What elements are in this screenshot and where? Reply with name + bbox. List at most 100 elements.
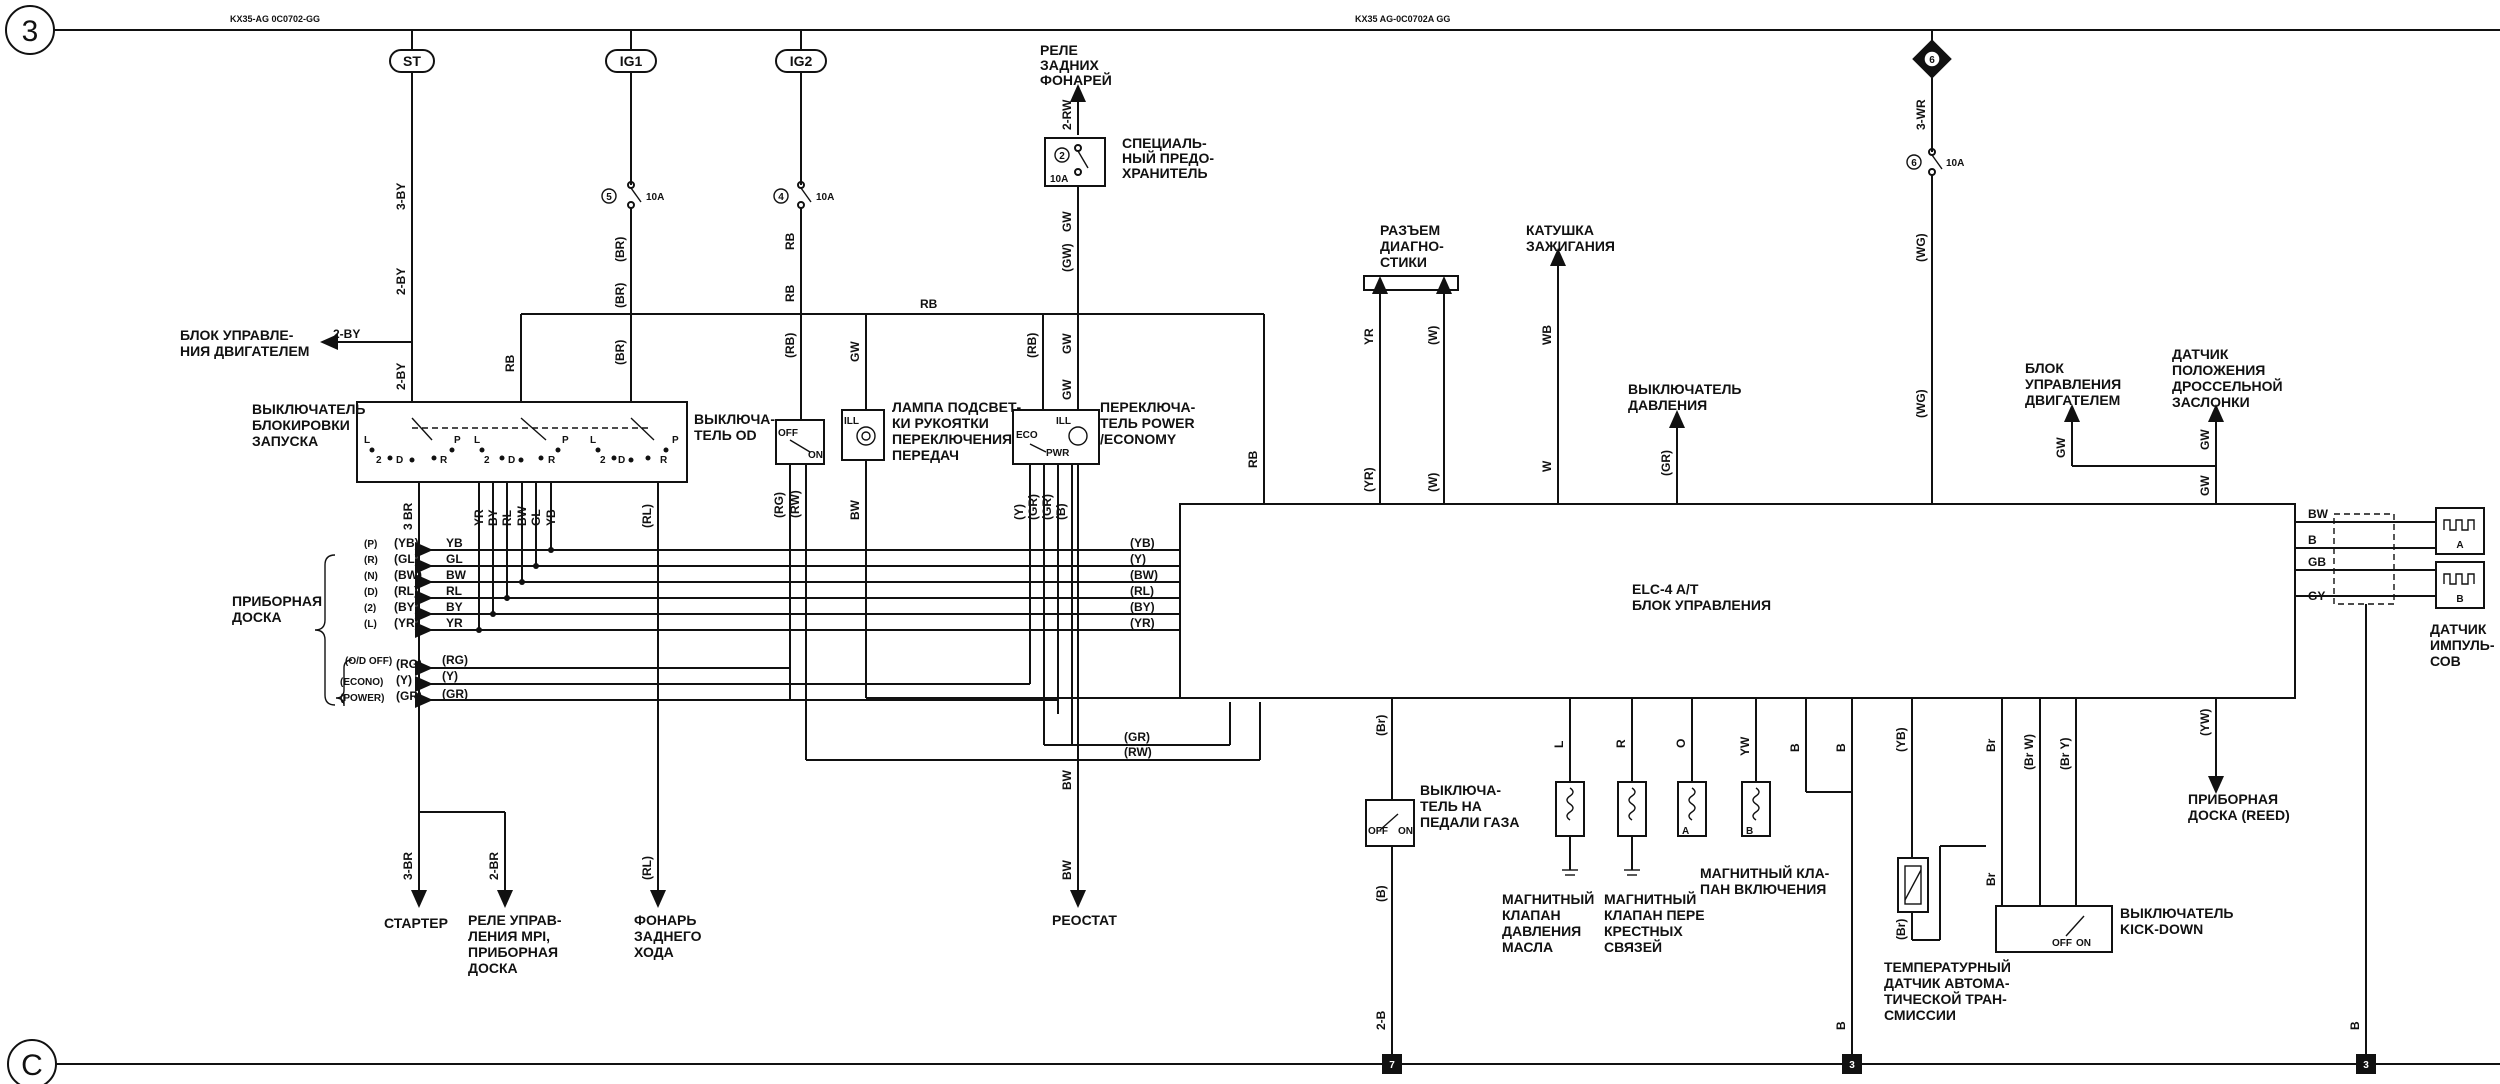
code-left: KX35-AG 0C0702-GG	[230, 14, 320, 24]
diag-l2: ДИАГНО-	[1380, 238, 1444, 254]
panel-pin-odoff: (O/D OFF)	[345, 656, 392, 667]
panel-code-2: BW	[446, 568, 467, 582]
temp-kickdown: (YB) (Br) Br Br (Br W) (Br Y) OFF ON ТЕМ…	[1884, 698, 2233, 1023]
panel-wire-y-l: (Y)	[396, 673, 412, 687]
wire-rb-switch: RB	[503, 354, 517, 372]
sw-mark-r1: R	[440, 455, 448, 466]
engine-right-l1: БЛОК	[2025, 360, 2064, 376]
ig1-circuit: IG1 5 10A (BR) (BR) (BR)	[601, 30, 664, 402]
wire-gw-2: (GW)	[1060, 243, 1074, 272]
panel-wire-rg-l: (RG)	[396, 657, 422, 671]
wire-2by-low: 2-BY	[394, 363, 408, 390]
pressure-switch: ВЫКЛЮЧАТЕЛЬ ДАВЛЕНИЯ (GR)	[1628, 381, 1741, 504]
panel-wire-bus: (P)(YB)YB(YB)(R)(GL)GL(Y)(N)(BW)BW(BW)(D…	[364, 536, 1180, 638]
fuse-2-amp: 10A	[1050, 174, 1068, 185]
panel-code-4: BY	[446, 600, 463, 614]
od-switch-l2: ТЕЛЬ OD	[694, 427, 757, 443]
instrument-panel-l1: ПРИБОРНАЯ	[232, 593, 322, 609]
pedal-off-mark: OFF	[1368, 826, 1388, 837]
wire-w-coil: W	[1540, 460, 1554, 472]
engine-unit-left-l1: БЛОК УПРАВЛЕ-	[180, 327, 294, 343]
diag-l1: РАЗЪЕМ	[1380, 222, 1440, 238]
wire-gw-engine: GW	[2054, 437, 2068, 458]
panel-pin-4: (2)	[364, 603, 376, 614]
power-switch-l3: /ECONOMY	[1100, 431, 1177, 447]
od-switch-l1: ВЫКЛЮЧА-	[694, 411, 775, 427]
wire-rb-right: RB	[1246, 450, 1260, 468]
sw-mark-2a: 2	[376, 455, 382, 466]
sw-mark-l1: L	[364, 435, 370, 446]
ecu-wire-label-2: (BW)	[1130, 568, 1158, 582]
wire-gb-pulse: GB	[2308, 555, 2326, 569]
wire-rl-vert: RL	[500, 510, 514, 526]
wire-wb-coil: WB	[1540, 325, 1554, 345]
wire-l-valve: L	[1552, 741, 1566, 748]
sw-mark-d3: D	[618, 455, 625, 466]
valve-a-mark: A	[1682, 826, 1689, 837]
od-switch: ВЫКЛЮЧА- ТЕЛЬ OD OFF ON (RG) (RW)	[694, 411, 825, 760]
od-off-mark: OFF	[778, 428, 798, 439]
panel-code-1: GL	[446, 552, 463, 566]
power-ill-mark: ILL	[1056, 416, 1071, 427]
pressure-valve-l2: КЛАПАН	[1502, 907, 1561, 923]
engine-throttle: БЛОК УПРАВЛЕНИЯ ДВИГАТЕЛЕМ GW ДАТЧИК ПОЛ…	[2025, 346, 2283, 504]
ecu-unit: ELC-4 A/T БЛОК УПРАВЛЕНИЯ	[1179, 503, 2296, 699]
mpi-relay-l2: ЛЕНИЯ MPI,	[468, 928, 550, 944]
od-on-mark: ON	[808, 450, 823, 461]
wire-wg-2: (WG)	[1914, 389, 1928, 418]
sw-mark-2b: 2	[484, 455, 490, 466]
fuse-4-amp: 10A	[816, 192, 834, 203]
bottom-rail: C	[7, 1039, 2500, 1084]
wire-gy-pulse: GY	[2308, 589, 2325, 603]
wire-b-gnd1: B	[1788, 743, 1802, 752]
wire-yr-vert: YR	[472, 509, 486, 526]
panel-code-5: YR	[446, 616, 463, 630]
wire-bw-vert: BW	[515, 505, 529, 526]
ecu-wire-label-0: (YB)	[1130, 536, 1155, 550]
wire-gr-pressure: (GR)	[1659, 450, 1673, 476]
wire-br-kd2: Br	[1984, 872, 1998, 886]
top-rail: 3 KX35-AG 0C0702-GG KX35 AG-0C0702A GG	[5, 5, 2500, 55]
panel-wire-label-5: (YR)	[394, 616, 419, 630]
fuse-6-amp: 10A	[1946, 158, 1964, 169]
temp-l2: ДАТЧИК АВТОМА-	[1884, 975, 2010, 991]
inhibitor-l3: ЗАПУСКА	[252, 433, 318, 449]
engage-valve-l1: МАГНИТНЫЙ КЛА-	[1700, 864, 1830, 881]
panel-pin-econo: (ECONO)	[340, 677, 383, 688]
ecu-return-wires: (GR) (RW)	[806, 697, 1261, 761]
fuse-5-amp: 10A	[646, 192, 664, 203]
wire-rw-od: (RW)	[788, 490, 802, 518]
temp-l3: ТИЧЕСКОЙ ТРАН-	[1884, 990, 2007, 1007]
terminal-ig2: IG2	[790, 53, 813, 69]
fuse-4-number: 4	[778, 192, 784, 203]
sw-mark-d2: D	[508, 455, 515, 466]
wire-gw-throttle-2: GW	[2198, 475, 2212, 496]
ground-3b: 3	[2363, 1060, 2369, 1071]
code-mid: KX35 AG-0C0702A GG	[1355, 14, 1450, 24]
wire-br-pedal: (Br)	[1374, 715, 1388, 736]
shift-lamp: GW ILL BW ЛАМПА ПОДСВЕТ- КИ РУКОЯТКИ ПЕР…	[841, 314, 1022, 698]
rear-relay-l3: ФОНАРЕЙ	[1040, 71, 1112, 88]
wire-rw-ecu: (RW)	[1124, 745, 1152, 759]
panel-wire-label-4: (BY)	[394, 600, 419, 614]
wire-yr-diag: YR	[1362, 328, 1376, 345]
wire-yb-temp: (YB)	[1894, 727, 1908, 752]
wire-gw-lamp: GW	[848, 341, 862, 362]
wire-wg-1: (WG)	[1914, 233, 1928, 262]
panel-junction-3	[504, 595, 510, 601]
wire-br-kd: Br	[1984, 738, 1998, 752]
wire-by-vert: BY	[486, 509, 500, 526]
wire-2by-up: 2-BY	[394, 268, 408, 295]
rear-lamp-relay: РЕЛЕ ЗАДНИХ ФОНАРЕЙ 2-RW 2 10A СПЕЦИАЛЬ-…	[1040, 42, 1214, 420]
mpi-relay-l4: ДОСКА	[468, 960, 518, 976]
panel-pin-2: (N)	[364, 571, 378, 582]
reverse-lamp-l3: ХОДА	[634, 944, 674, 960]
wire-gr2-power: (GR)	[1040, 494, 1054, 520]
panel-code-y: (Y)	[442, 669, 458, 683]
wire-b-gnd-pulse: B	[2348, 1021, 2362, 1030]
throttle-l1: ДАТЧИК	[2172, 346, 2229, 362]
engage-valve-l2: ПАН ВКЛЮЧЕНИЯ	[1700, 881, 1826, 897]
wire-gr-power: (GR)	[1026, 494, 1040, 520]
wire-b-gnd2: B	[1834, 743, 1848, 752]
